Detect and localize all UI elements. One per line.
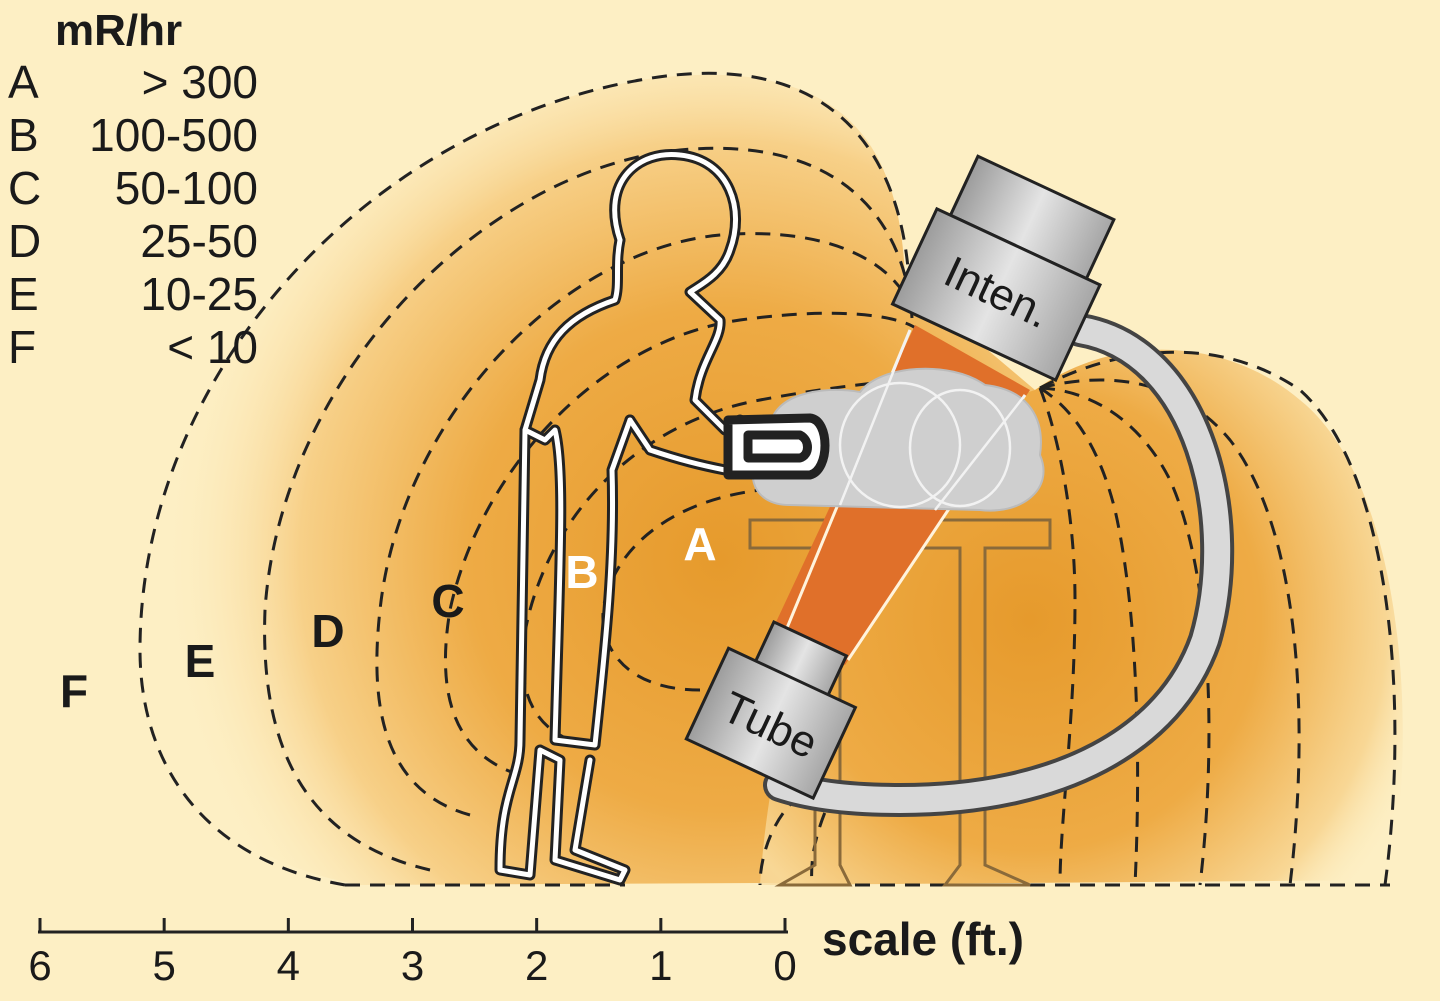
legend-title: mR/hr — [55, 6, 182, 55]
zone-label-A: A — [683, 518, 716, 570]
zone-label-D: D — [311, 605, 344, 657]
operator-figure — [494, 148, 830, 886]
legend-value-E: 10-25 — [140, 268, 258, 320]
image-intensifier: Inten. — [890, 154, 1116, 383]
isodose-D — [375, 232, 917, 817]
scale-tick-label: 6 — [28, 942, 51, 989]
scale-tick-label: 4 — [277, 942, 300, 989]
legend-zone-D: D — [8, 215, 41, 267]
legend-zone-B: B — [8, 109, 39, 161]
isodose-C — [443, 311, 920, 777]
scale-tick-label: 3 — [401, 942, 424, 989]
isodose-right-4 — [1039, 386, 1140, 886]
legend-zone-A: A — [8, 56, 39, 108]
zone-label-C: C — [431, 575, 464, 627]
zone-label-F: F — [60, 665, 88, 717]
zone-label-B: B — [565, 546, 598, 598]
isodose-right-5 — [1038, 387, 1077, 886]
scale-title: scale (ft.) — [822, 913, 1024, 965]
legend-value-D: 25-50 — [140, 215, 258, 267]
legend-zone-C: C — [8, 162, 41, 214]
patient-body — [751, 329, 1045, 512]
x-ray-tube: Tube — [684, 620, 858, 801]
legend-zone-E: E — [8, 268, 39, 320]
isodose-E — [263, 146, 914, 872]
zone-labels: A B C D E F — [60, 518, 717, 717]
legend-value-A: > 300 — [142, 56, 258, 108]
scale-bar: 6 5 4 3 2 1 0 scale (ft.) — [28, 913, 1024, 989]
legend-zone-F: F — [8, 321, 36, 373]
scale-tick-label: 1 — [649, 942, 672, 989]
legend-value-C: 50-100 — [115, 162, 258, 214]
legend: mR/hr A > 300 B 100-500 C 50-100 D 25-50… — [8, 6, 258, 373]
scale-tick-label: 5 — [152, 942, 175, 989]
scale-ticks: 6 5 4 3 2 1 0 — [28, 918, 797, 989]
scale-tick-label: 0 — [773, 942, 796, 989]
scale-tick-label: 2 — [525, 942, 548, 989]
isodose-F — [138, 71, 912, 887]
isodose-right-2 — [1039, 378, 1301, 886]
legend-value-F: < 10 — [167, 321, 258, 373]
c-arm — [763, 313, 1235, 818]
operator-hands — [723, 413, 830, 480]
isodose-right-3 — [1039, 386, 1211, 886]
zone-label-E: E — [185, 635, 216, 687]
legend-value-B: 100-500 — [89, 109, 258, 161]
